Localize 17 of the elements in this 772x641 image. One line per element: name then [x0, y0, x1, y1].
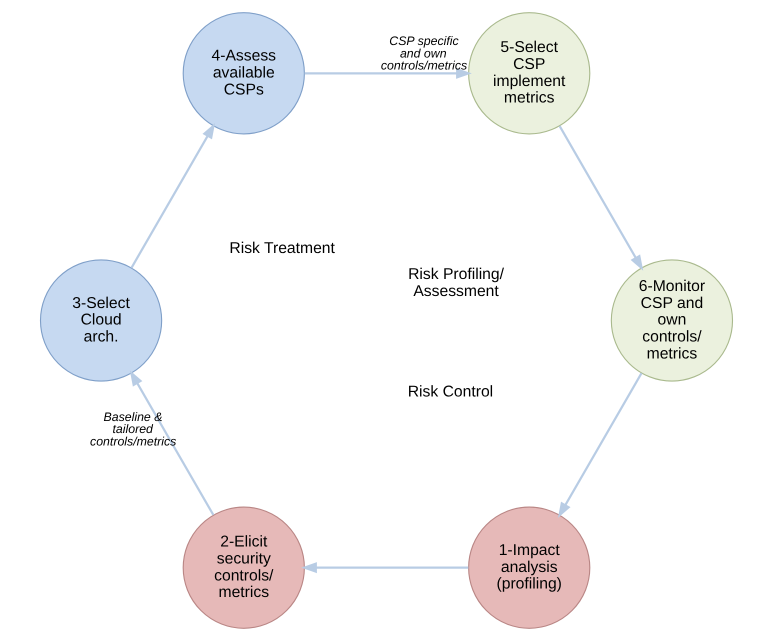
arrow: [304, 68, 472, 79]
node-circle: 3-Select Cloud arch.: [39, 259, 162, 382]
arrow: [557, 372, 642, 518]
arrow: [129, 370, 214, 516]
node-circle: 4-Assess available CSPs: [182, 12, 304, 134]
node-circle: 5-Select CSP implement metrics: [468, 12, 590, 134]
edge-label: Baseline & tailored controls/metrics: [90, 410, 176, 448]
label: Risk Profiling/ Assessment: [408, 266, 504, 300]
arrow: [558, 125, 643, 271]
node-circle: 6-Monitor CSP and own controls/ metrics: [610, 259, 733, 382]
label: Risk Control: [407, 383, 493, 400]
arrow: [300, 562, 468, 574]
node-circle: 1-Impact analysis (profiling): [468, 506, 590, 629]
arrow: [130, 123, 215, 268]
edge-label: CSP specific and own controls/metrics: [380, 34, 467, 73]
label: Risk Treatment: [228, 240, 334, 257]
node-circle: 2-Elicit security controls/ metrics: [182, 506, 304, 629]
